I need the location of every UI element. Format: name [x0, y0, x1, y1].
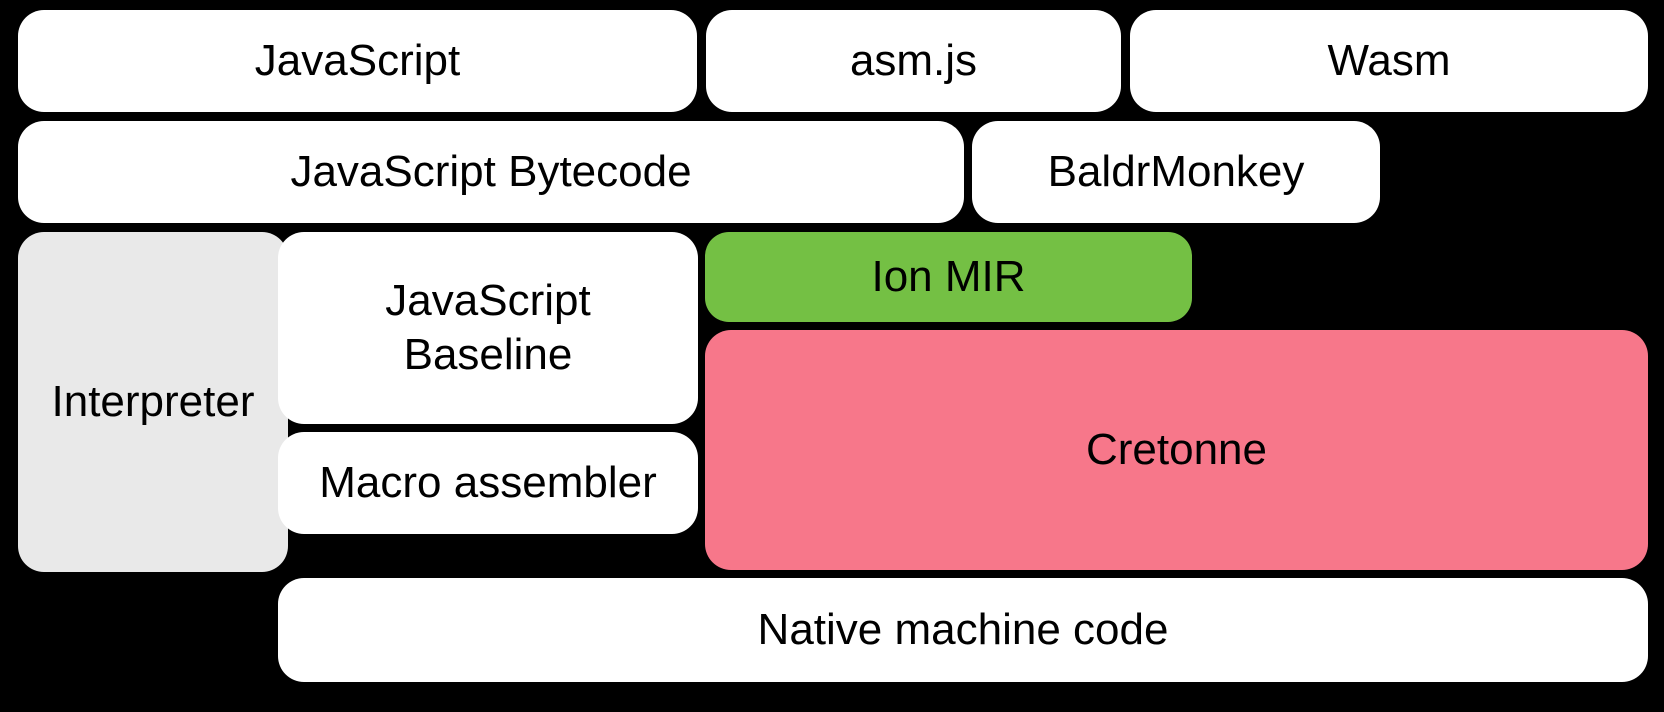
node-asmjs: asm.js — [706, 10, 1121, 112]
node-interpreter: Interpreter — [18, 232, 288, 572]
node-ion-mir: Ion MIR — [705, 232, 1192, 322]
node-native-machine-code: Native machine code — [278, 578, 1648, 682]
node-cretonne: Cretonne — [705, 330, 1648, 570]
node-javascript: JavaScript — [18, 10, 697, 112]
node-baldrmonkey: BaldrMonkey — [972, 121, 1380, 223]
node-javascript-baseline: JavaScript Baseline — [278, 232, 698, 424]
node-wasm: Wasm — [1130, 10, 1648, 112]
node-macro-assembler: Macro assembler — [278, 432, 698, 534]
node-javascript-bytecode: JavaScript Bytecode — [18, 121, 964, 223]
